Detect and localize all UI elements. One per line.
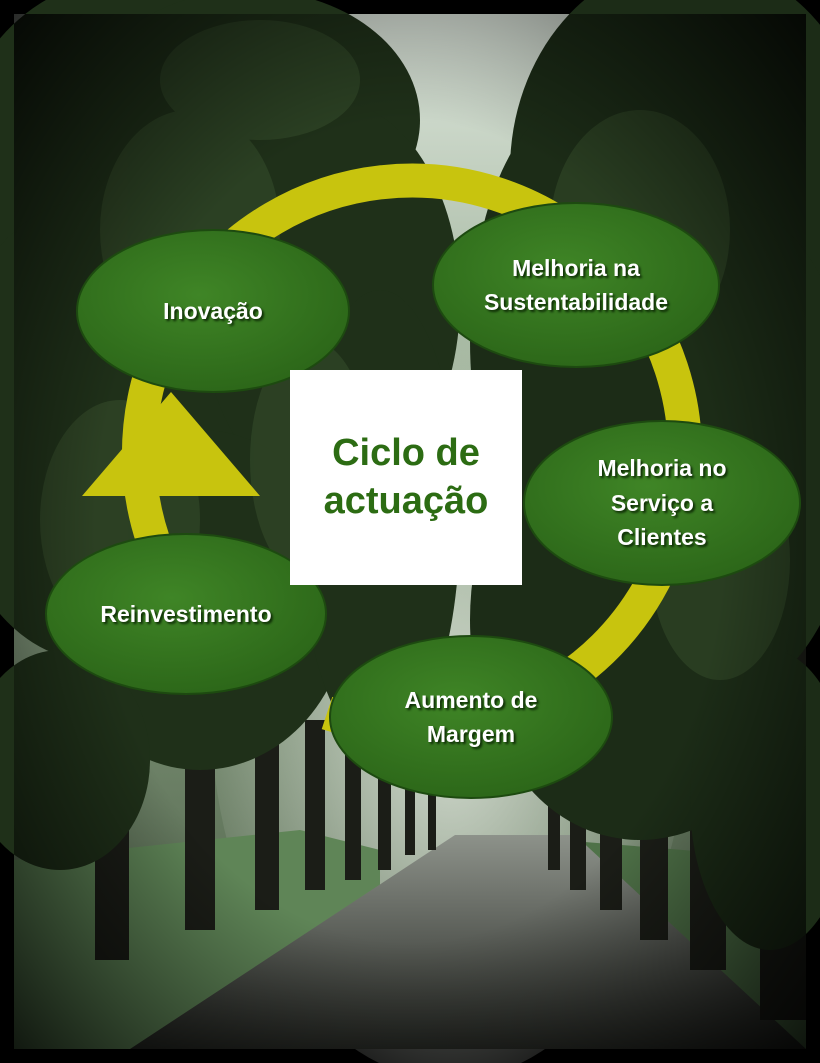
node-aumento-margem: Aumento de Margem (404, 686, 538, 748)
node-reinvestimento: Reinvestimento (100, 600, 272, 627)
node-ellipses (45, 202, 801, 799)
node-ellipse-aumento-margem (329, 635, 613, 799)
node-melhoria-servico-clientes: Melhoria no Serviço a Clientes (597, 455, 727, 551)
center-title: Ciclo de actuação (323, 432, 489, 522)
node-melhoria-sustentabilidade: Melhoria na Sustentabilidade (483, 254, 669, 316)
node-inovacao: Inovação (163, 297, 263, 324)
node-ellipse-reinvestimento (45, 533, 327, 695)
node-ellipse-inovacao (76, 229, 350, 393)
node-ellipse-servico-clientes (523, 420, 801, 586)
center-box: Ciclo de actuação (290, 370, 522, 585)
node-ellipse-sustentabilidade (432, 202, 720, 368)
